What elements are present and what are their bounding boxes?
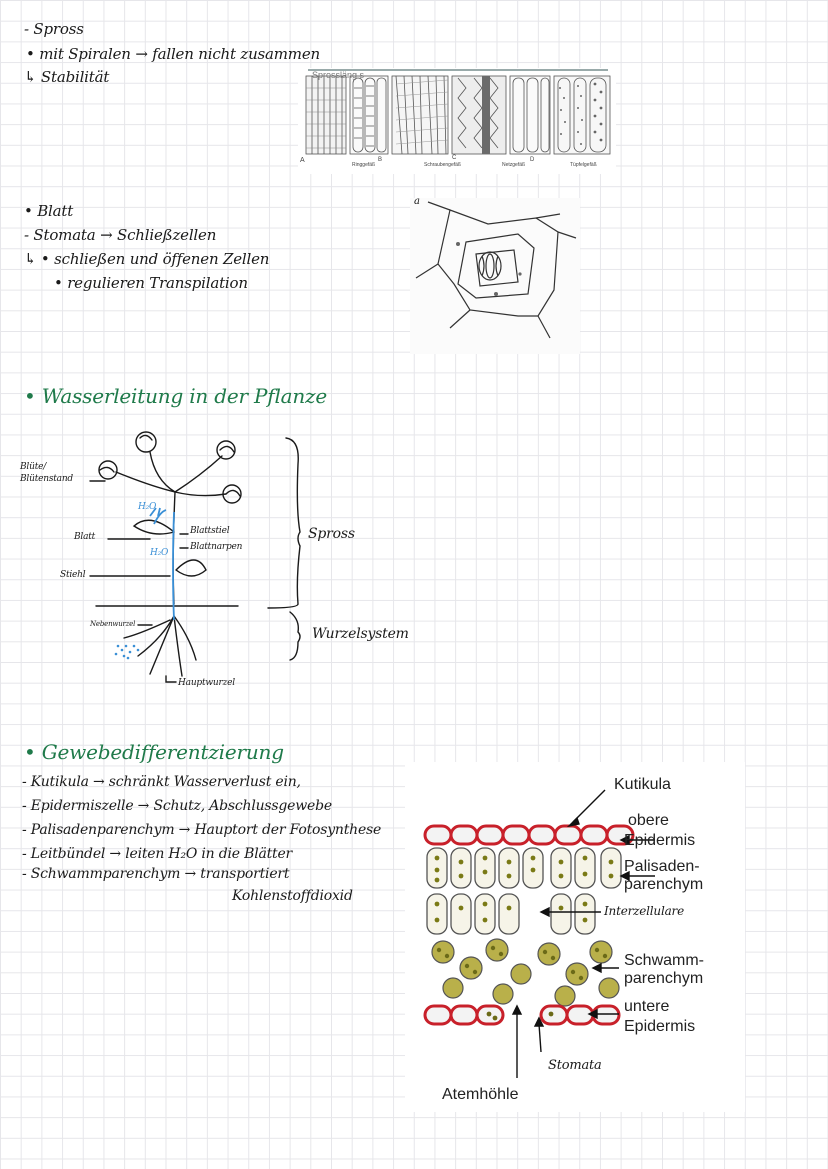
label-blattnarben: Blattnarpen [190, 542, 243, 552]
label-blatt: Blatt [74, 532, 96, 542]
xylem-caption-3: Netzgefäß [502, 162, 526, 168]
label-bluetenstand: Blütenstand [20, 474, 73, 484]
label-blattstiel: Blattstiel [190, 526, 230, 536]
leaf-cross-section [405, 762, 745, 1112]
spross-line-1: • mit Spiralen → fallen nicht zusammen [26, 45, 320, 63]
diagram-interzellulare: Interzellulare [604, 904, 684, 918]
xylem-vessels-figure [298, 68, 616, 174]
diagram-schwamm-1: Schwamm- [624, 952, 705, 969]
diagram-stomata: Stomata [548, 1058, 602, 1073]
label-stiel: Stiehl [60, 570, 86, 580]
label-hauptwurzel: Hauptwurzel [178, 678, 235, 688]
diagram-untere-1: untere [624, 998, 670, 1015]
diagram-obere-1: obere [628, 812, 669, 829]
label-seitenwurzel: Nebenwurzel [90, 620, 136, 628]
xylem-caption-2: Schraubengefäß [424, 162, 461, 168]
blatt-line-3: • regulieren Transpilation [54, 274, 248, 292]
label-bluete: Blüte/ [20, 462, 47, 472]
xylem-caption-4: Tüpfelgefäß [570, 162, 597, 168]
plant-diagram [89, 431, 301, 683]
gewebe-item-4: - Leitbündel → leiten H₂O in die Blätter [22, 846, 293, 862]
xylem-letter-c: C [452, 155, 457, 161]
gewebe-item-2: - Epidermiszelle → Schutz, Abschlussgewe… [22, 798, 332, 814]
wasser-heading: • Wasserleitung in der Pflanze [24, 384, 328, 408]
xylem-letter-a: A [300, 157, 305, 164]
label-spross: Spross [308, 526, 355, 542]
gewebe-item-5-cont: Kohlenstoffdioxid [232, 888, 353, 904]
blatt-title: • Blatt [24, 202, 74, 220]
blatt-line-1: - Stomata → Schließzellen [24, 226, 217, 244]
gewebe-heading: • Gewebedifferentzierung [24, 740, 284, 764]
diagram-obere-2: Epidermis [624, 832, 696, 849]
label-h2o-top: H₂O [138, 502, 157, 512]
stomata-figure-label: a [414, 196, 420, 207]
gewebe-item-1: - Kutikula → schränkt Wasserverlust ein, [22, 774, 301, 790]
spross-title: - Spross [24, 20, 84, 38]
diagram-schwamm-2: parenchym [624, 970, 704, 987]
diagram-atemhoehle: Atemhöhle [442, 1086, 519, 1103]
spross-line-2: ↳ Stabilität [24, 68, 110, 86]
xylem-caption-1: Ringgefäß [352, 162, 376, 168]
label-h2o-mid: H₂O [150, 548, 169, 558]
gewebe-item-3: - Palisadenparenchym → Hauptort der Foto… [22, 822, 382, 838]
xylem-letter-d: D [530, 157, 535, 163]
gewebe-item-5: - Schwammparenchym → transportiert [22, 866, 290, 882]
diagram-palisaden-2: parenchym [624, 876, 704, 893]
diagram-untere-2: Epidermis [624, 1018, 696, 1035]
blatt-line-2: ↳ • schließen und öffenen Zellen [24, 250, 270, 268]
label-wurzelsystem: Wurzelsystem [312, 626, 409, 642]
stomata-drawing [410, 198, 580, 354]
xylem-figure-title: Sprossläng s [312, 70, 365, 80]
xylem-letter-b: B [378, 157, 383, 163]
diagram-kutikula: Kutikula [614, 776, 671, 793]
diagram-palisaden-1: Palisaden- [624, 858, 700, 875]
